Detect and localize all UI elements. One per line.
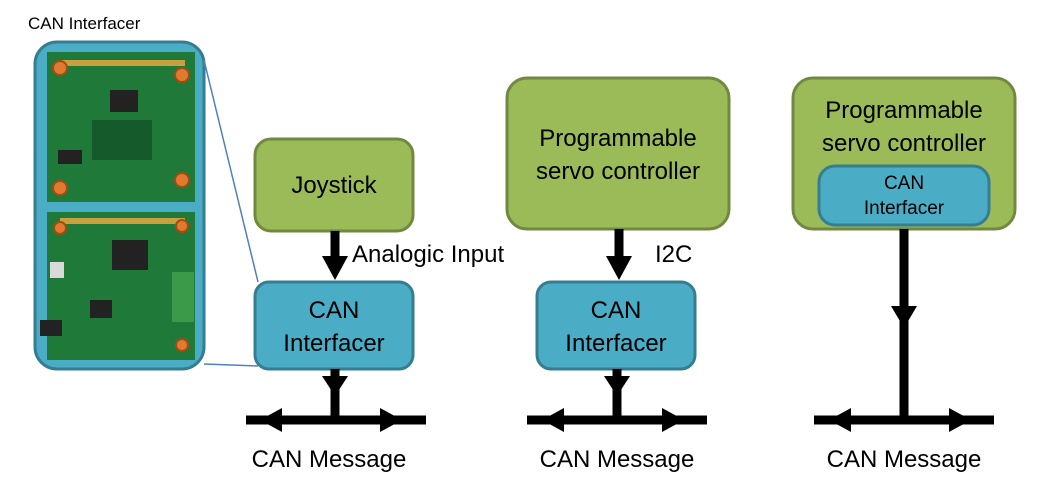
interfacer-box-3	[817, 164, 991, 227]
pcb-board-bottom	[47, 212, 195, 360]
inset-caption: CAN Interfacer	[28, 14, 141, 33]
zoom-line-top	[203, 59, 259, 283]
bus-3-right-arrow	[949, 408, 971, 432]
pcb-terminal-block	[172, 272, 194, 322]
mount-hole-3	[52, 180, 68, 196]
pcb-photo-top	[47, 52, 195, 202]
can-message-2-label: CAN Message	[540, 446, 695, 473]
bus-1-right-arrow	[380, 408, 402, 432]
i2c-label: I2C	[655, 241, 692, 268]
diagram-joystick: Joystick Analogic Input CAN Interfacer C…	[246, 137, 504, 473]
interfacer-3-line2: Interfacer	[864, 198, 945, 219]
pcb-area-top	[92, 120, 152, 160]
diagram-servo-i2c: Programmable servo controller I2C CAN In…	[505, 76, 731, 473]
can-message-1-label: CAN Message	[252, 446, 407, 473]
servo-3-line2: servo controller	[822, 130, 986, 157]
mount-hole-5	[53, 221, 67, 235]
bus-3-drop-arrow	[891, 306, 917, 328]
interfacer-2-line1: CAN	[591, 297, 642, 324]
servo-3-line1: Programmable	[825, 97, 982, 124]
interfacer-2-line2: Interfacer	[565, 330, 666, 357]
bus-1-left-arrow	[260, 408, 282, 432]
bus-2-drop-arrow	[604, 376, 630, 396]
pcb-photo-bottom	[40, 212, 195, 360]
mount-hole-2	[174, 67, 190, 83]
mount-hole-7	[175, 338, 189, 352]
pcb-connector-top	[58, 150, 82, 164]
pcb-transceiver	[90, 300, 112, 318]
servo-2-line2: servo controller	[536, 158, 700, 185]
pcb-chip-top	[110, 90, 138, 112]
pcb-jack	[40, 320, 62, 336]
bus-2-left-arrow	[542, 408, 564, 432]
servo-controller-box-2	[505, 76, 731, 231]
joystick-label: Joystick	[291, 172, 377, 199]
mount-hole-4	[174, 172, 190, 188]
interfacer-3-line1: CAN	[884, 173, 924, 194]
inset-panel	[33, 40, 259, 371]
pcb-header-top	[60, 60, 185, 66]
bus-2-right-arrow	[662, 408, 684, 432]
interfacer-1-line1: CAN	[309, 297, 360, 324]
mount-hole-6	[175, 219, 189, 233]
bus-1-drop-arrow	[322, 376, 348, 396]
pcb-microcontroller	[112, 240, 148, 270]
mount-hole-1	[52, 60, 68, 76]
servo-2-line1: Programmable	[539, 125, 696, 152]
bus-3-left-arrow	[829, 408, 851, 432]
i2c-link-arrow	[606, 256, 632, 280]
can-message-3-label: CAN Message	[827, 446, 982, 473]
interfacer-1-line2: Interfacer	[283, 330, 384, 357]
pcb-header-bottom	[60, 218, 185, 224]
analogic-input-label: Analogic Input	[352, 241, 504, 268]
joystick-link-arrow	[322, 256, 348, 280]
pcb-usb-port	[50, 262, 64, 278]
zoom-line-bottom	[203, 363, 259, 367]
diagram-servo-integrated: Programmable servo controller CAN Interf…	[791, 76, 1017, 473]
